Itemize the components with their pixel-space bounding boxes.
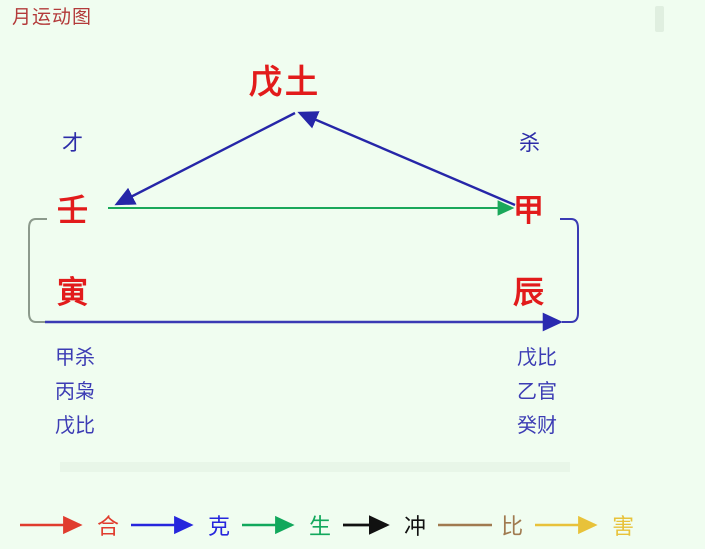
- legend-label-ke: 克: [208, 514, 231, 540]
- left-earthly-branch: 寅: [57, 275, 88, 311]
- legend-label-he: 合: [97, 514, 120, 540]
- legend-arrow-he: [20, 515, 83, 534]
- right-branch-bracket: [560, 218, 579, 323]
- hidden-stem-item: 戊比: [517, 345, 557, 369]
- legend-line-bi: [438, 523, 493, 526]
- legend-arrow-hai: [535, 515, 598, 534]
- hidden-stem-item: 甲杀: [55, 345, 95, 369]
- legend-label-chong: 冲: [404, 514, 427, 540]
- legend-item-ke: 克: [129, 509, 230, 541]
- legend-arrow-sheng: [242, 515, 295, 534]
- left-heavenly-stem: 壬: [57, 193, 88, 229]
- right-ten-god-label: 杀: [519, 131, 540, 155]
- left-hidden-stems: 甲杀 丙枭 戊比: [55, 340, 95, 442]
- right-heavenly-stem: 甲: [513, 193, 544, 229]
- legend-label-hai: 害: [612, 514, 635, 540]
- hidden-stem-item: 癸财: [517, 413, 557, 437]
- left-branch-bracket: [28, 218, 47, 323]
- left-ten-god-label: 才: [62, 131, 83, 155]
- legend-item-hai: 害: [533, 509, 634, 541]
- page-title: 月运动图: [12, 6, 93, 28]
- node-top-stem: 戊土: [249, 62, 321, 101]
- watermark-band: [60, 462, 570, 472]
- hidden-stem-item: 丙枭: [55, 379, 95, 403]
- hidden-stem-item: 乙官: [517, 379, 557, 403]
- legend-item-chong: 冲: [341, 509, 426, 541]
- arrow-wu-to-ren: [114, 111, 296, 206]
- hidden-stem-item: 戊比: [55, 413, 95, 437]
- legend-label-bi: 比: [501, 514, 524, 540]
- right-hidden-stems: 戊比 乙官 癸财: [517, 340, 557, 442]
- legend-arrow-chong: [343, 514, 390, 535]
- right-earthly-branch: 辰: [513, 275, 544, 311]
- legend-arrow-ke: [131, 515, 194, 534]
- legend: 合 克 生 冲: [0, 500, 705, 549]
- legend-item-bi: 比: [436, 509, 523, 541]
- watermark-mark: [655, 6, 664, 32]
- legend-label-sheng: 生: [309, 514, 332, 540]
- legend-item-sheng: 生: [240, 509, 331, 541]
- arrow-jia-to-wu: [297, 111, 516, 207]
- legend-item-he: 合: [18, 509, 119, 541]
